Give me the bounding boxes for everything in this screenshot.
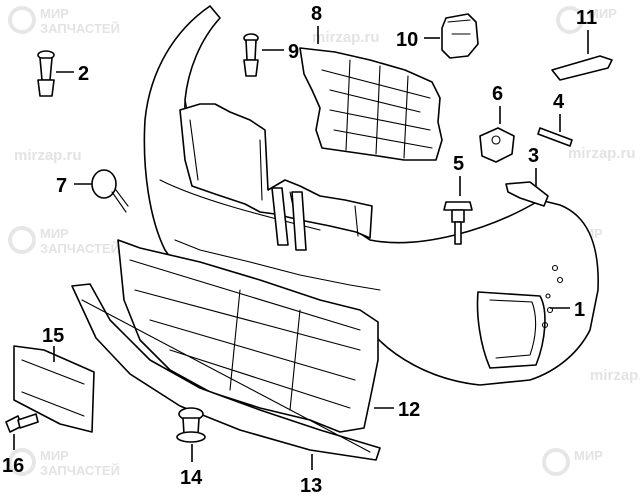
svg-text:16: 16	[2, 455, 24, 477]
callout-1: 1	[550, 299, 585, 321]
clip-nut-6	[479, 127, 515, 163]
watermark-url: mirzap.ru	[14, 147, 82, 164]
callout-10: 10	[396, 29, 440, 51]
svg-text:14: 14	[180, 467, 203, 489]
callout-6: 6	[492, 83, 503, 124]
watermark-url: mirzap.ru	[312, 29, 380, 46]
svg-text:1: 1	[574, 299, 585, 321]
callout-8: 8	[311, 3, 322, 44]
lower-spoiler	[71, 283, 381, 461]
callout-11: 11	[576, 7, 597, 54]
watermark-logo-2: МИР	[556, 6, 617, 34]
callout-14: 14	[180, 444, 203, 489]
svg-text:9: 9	[288, 41, 299, 63]
tow-hook-cap	[91, 169, 129, 213]
svg-text:10: 10	[396, 29, 418, 51]
watermark-line1: МИР	[574, 448, 603, 463]
grille-bracket	[299, 47, 443, 161]
watermark-url: mirzap.ru	[568, 145, 636, 162]
pin-4	[537, 127, 573, 147]
bolt-16	[5, 413, 39, 433]
callout-5: 5	[453, 153, 464, 196]
watermark-url: mirzap.ru	[590, 367, 640, 384]
svg-text:13: 13	[300, 475, 322, 497]
svg-text:3: 3	[528, 145, 539, 167]
svg-text:4: 4	[553, 91, 565, 113]
clip-10	[441, 13, 479, 59]
watermark-line1: МИР	[588, 6, 617, 21]
license-plate-bracket	[13, 345, 95, 433]
svg-text:11: 11	[576, 7, 597, 29]
callout-2: 2	[56, 63, 89, 85]
callout-9: 9	[262, 41, 299, 63]
callout-7: 7	[56, 175, 92, 197]
svg-text:2: 2	[78, 63, 89, 85]
svg-text:7: 7	[56, 175, 67, 197]
watermark-line1: МИР	[40, 6, 69, 21]
callout-3: 3	[528, 145, 539, 186]
watermark-line1: МИР	[40, 226, 69, 241]
watermark-line2: ЗАПЧАСТЕЙ	[40, 241, 120, 256]
svg-text:5: 5	[453, 153, 464, 175]
nut-14	[176, 407, 206, 443]
bolt-5	[443, 201, 473, 245]
watermark-logo-7: МИР	[542, 448, 603, 476]
svg-text:12: 12	[398, 399, 420, 421]
svg-text:8: 8	[311, 3, 322, 25]
lower-grille	[117, 239, 379, 433]
watermark-logo-1: МИР ЗАПЧАСТЕЙ	[8, 6, 120, 36]
bracket-3	[505, 181, 549, 207]
callout-12: 12	[374, 399, 420, 421]
push-clip-2	[37, 50, 55, 97]
callouts: 1 2 3 4 5 6 7 8	[2, 3, 597, 497]
watermark-logo-3: МИР ЗАПЧАСТЕЙ	[8, 226, 120, 256]
watermark-line2: ЗАПЧАСТЕЙ	[40, 463, 120, 478]
watermark-line1: МИР	[40, 448, 69, 463]
callout-13: 13	[300, 454, 322, 497]
trim-strip	[551, 55, 613, 81]
callout-4: 4	[553, 91, 565, 132]
watermark-line2: ЗАПЧАСТЕЙ	[40, 21, 120, 36]
svg-text:15: 15	[42, 325, 64, 347]
push-clip-9	[243, 33, 259, 77]
svg-text:6: 6	[492, 83, 503, 105]
callout-15: 15	[42, 325, 64, 362]
watermark-logo-6: МИР ЗАПЧАСТЕЙ	[8, 448, 120, 478]
callout-16: 16	[2, 434, 24, 477]
